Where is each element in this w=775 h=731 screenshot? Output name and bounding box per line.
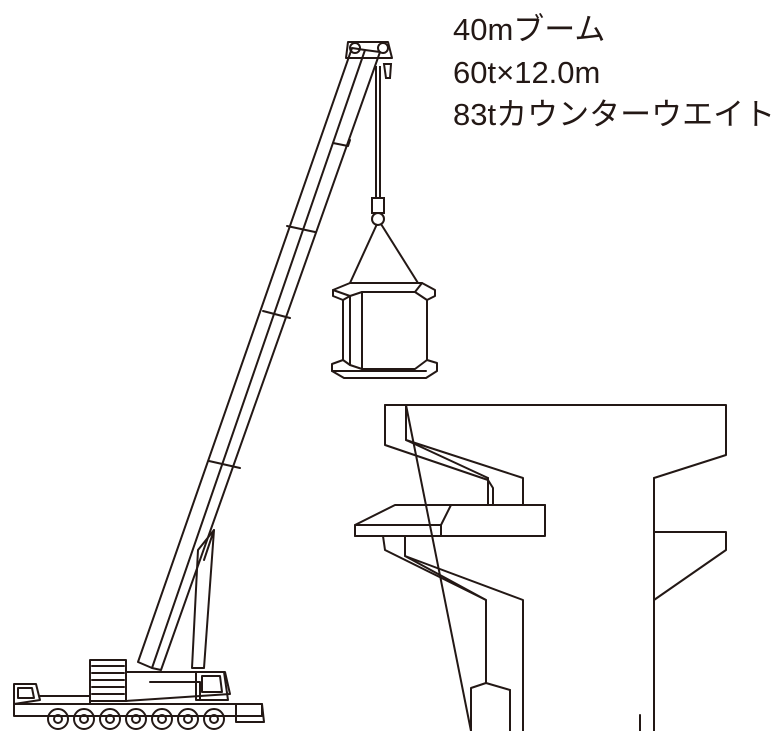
girder-block: [331, 282, 438, 379]
crane-carrier: [13, 659, 265, 730]
spec-load-radius: 60t×12.0m: [453, 55, 601, 90]
hook-and-slings: [349, 63, 419, 284]
spec-counterweight: 83tカウンターウエイト: [453, 97, 775, 132]
wheels: [47, 708, 225, 730]
pier-outline: [354, 404, 727, 731]
bridge-pier: [354, 404, 727, 731]
spec-boom-length: 40mブーム: [453, 12, 606, 47]
telescopic-boom: [137, 41, 393, 671]
